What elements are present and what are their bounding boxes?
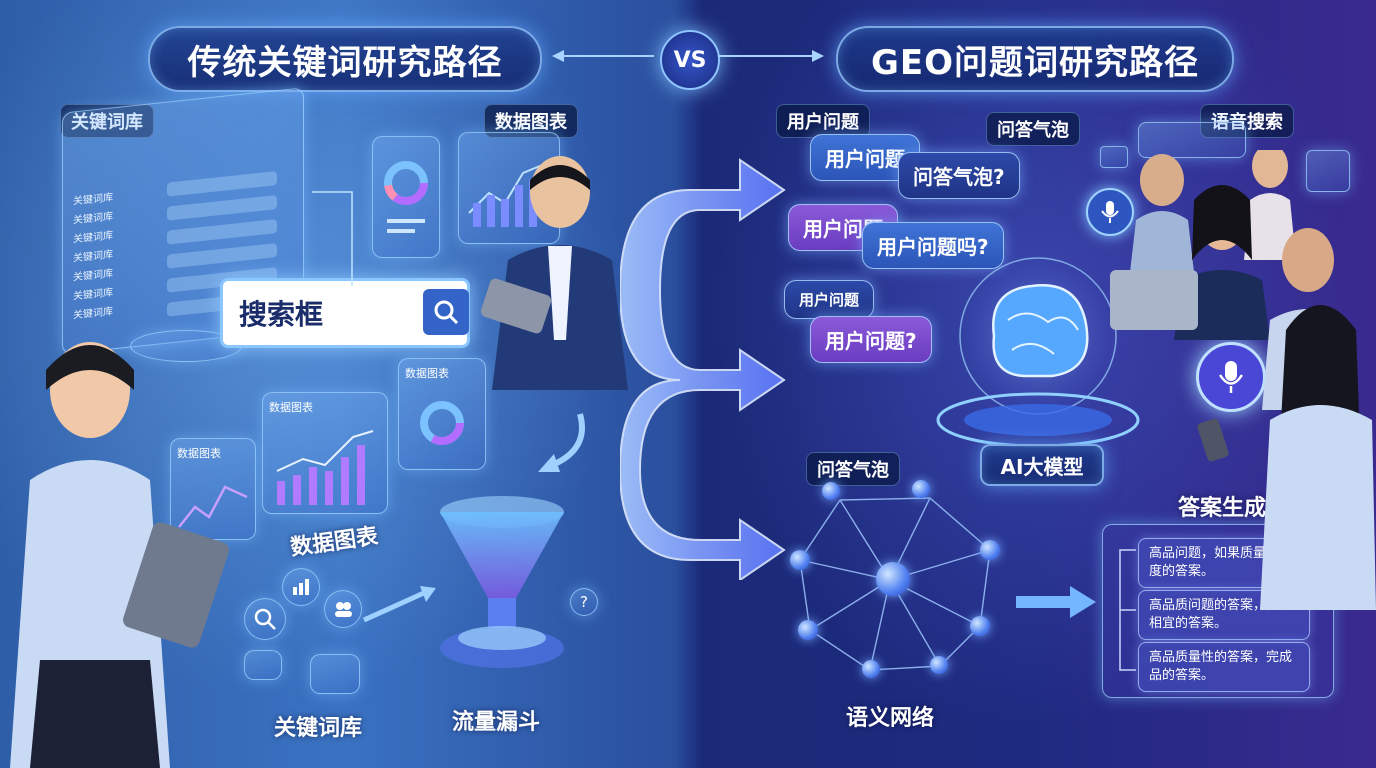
user-question-tag: 用户问题: [776, 104, 870, 138]
answer-title: 答案生成: [1178, 496, 1267, 521]
mini-bar-chart-icon: [276, 430, 374, 505]
bar-chart-icon: [293, 579, 309, 595]
question-bubble: 问答气泡?: [898, 152, 1020, 199]
ai-brain-hologram: [936, 254, 1140, 448]
mini-chart-card: 数据图表: [262, 392, 388, 514]
microphone-icon: [1218, 361, 1244, 393]
qa-bubble-label: 问答气泡: [806, 452, 900, 486]
search-box-text: 搜索框: [239, 298, 324, 331]
network-node: [790, 550, 810, 570]
funnel-label: 流量漏斗: [452, 710, 541, 735]
donut-card: [372, 136, 440, 258]
network-node: [980, 540, 1000, 560]
right-title: GEO问题词研究路径: [836, 26, 1234, 92]
funnel-icon: [440, 496, 564, 668]
donut-chart-icon: [384, 161, 428, 233]
chat-icon: [1100, 146, 1128, 168]
left-title: 传统关键词研究路径: [148, 26, 542, 92]
search-box[interactable]: 搜索框: [220, 278, 470, 348]
mini-chart-label: 数据图表: [405, 367, 449, 380]
mini-chart-label: 数据图表: [177, 447, 221, 460]
network-node: [862, 660, 880, 678]
qa-bubble-tag: 问答气泡: [986, 112, 1080, 146]
network-node: [930, 656, 948, 674]
center-flow-arrows: [620, 158, 786, 580]
connector-lines: [312, 191, 353, 286]
question-bubble: 用户问题: [784, 280, 875, 319]
mini-chart-card: 数据图表: [398, 358, 486, 470]
vs-badge: VS: [660, 30, 720, 90]
curved-arrow-icon: [538, 413, 585, 472]
users-node: [324, 590, 362, 628]
left-arrow-icon: [552, 50, 654, 62]
answer-item: 高品质量性的答案，完成品的答案。: [1138, 642, 1310, 692]
question-bubble: 用户问题?: [810, 316, 932, 363]
right-arrow-icon: [718, 50, 824, 62]
answer-bracket: [1119, 549, 1136, 671]
search-icon: [434, 300, 459, 325]
output-arrow-icon: [1016, 586, 1096, 618]
keyword-lib-label: 关键词库: [274, 716, 363, 741]
voice-search-tag: 语音搜索: [1200, 104, 1294, 138]
message-icon: [1306, 150, 1350, 192]
microphone-icon: [1101, 201, 1119, 223]
man-with-tablet: [480, 156, 628, 390]
network-node: [912, 480, 930, 498]
question-bubble: 用户问题吗?: [862, 222, 1004, 269]
mini-chart-label: 数据图表: [269, 401, 313, 414]
voice-search-button[interactable]: [1196, 342, 1266, 412]
network-node: [876, 562, 910, 596]
brain-icon: [992, 284, 1089, 378]
woman-with-tablet: [10, 342, 229, 768]
search-icon: [254, 608, 276, 630]
network-node: [822, 482, 840, 500]
ai-model-label: AI大模型: [980, 444, 1104, 486]
question-badge: ?: [570, 588, 598, 616]
microphone-button[interactable]: [1086, 188, 1134, 236]
keyword-base-tile: [244, 650, 282, 680]
keyword-lib-tag: 关键词库: [60, 104, 154, 138]
keyword-base-tile: [310, 654, 360, 694]
users-icon: [335, 602, 352, 617]
mini-line-chart-icon: [178, 485, 248, 528]
flow-arrow-icon: [362, 586, 436, 623]
semantic-network-label: 语义网络: [846, 706, 935, 731]
network-node: [798, 620, 818, 640]
people-group: [1110, 150, 1376, 610]
chat-bubble-icon: [1138, 122, 1246, 158]
search-button[interactable]: [423, 289, 469, 335]
keyword-list: 关键词库 关键词库 关键词库 关键词库 关键词库 关键词库 关键词库: [73, 184, 155, 343]
keyword-search-node: [244, 598, 286, 640]
mini-donut-icon: [420, 401, 464, 445]
analytics-node: [282, 568, 320, 606]
mini-chart-card: 数据图表: [170, 438, 256, 540]
network-node: [970, 616, 990, 636]
